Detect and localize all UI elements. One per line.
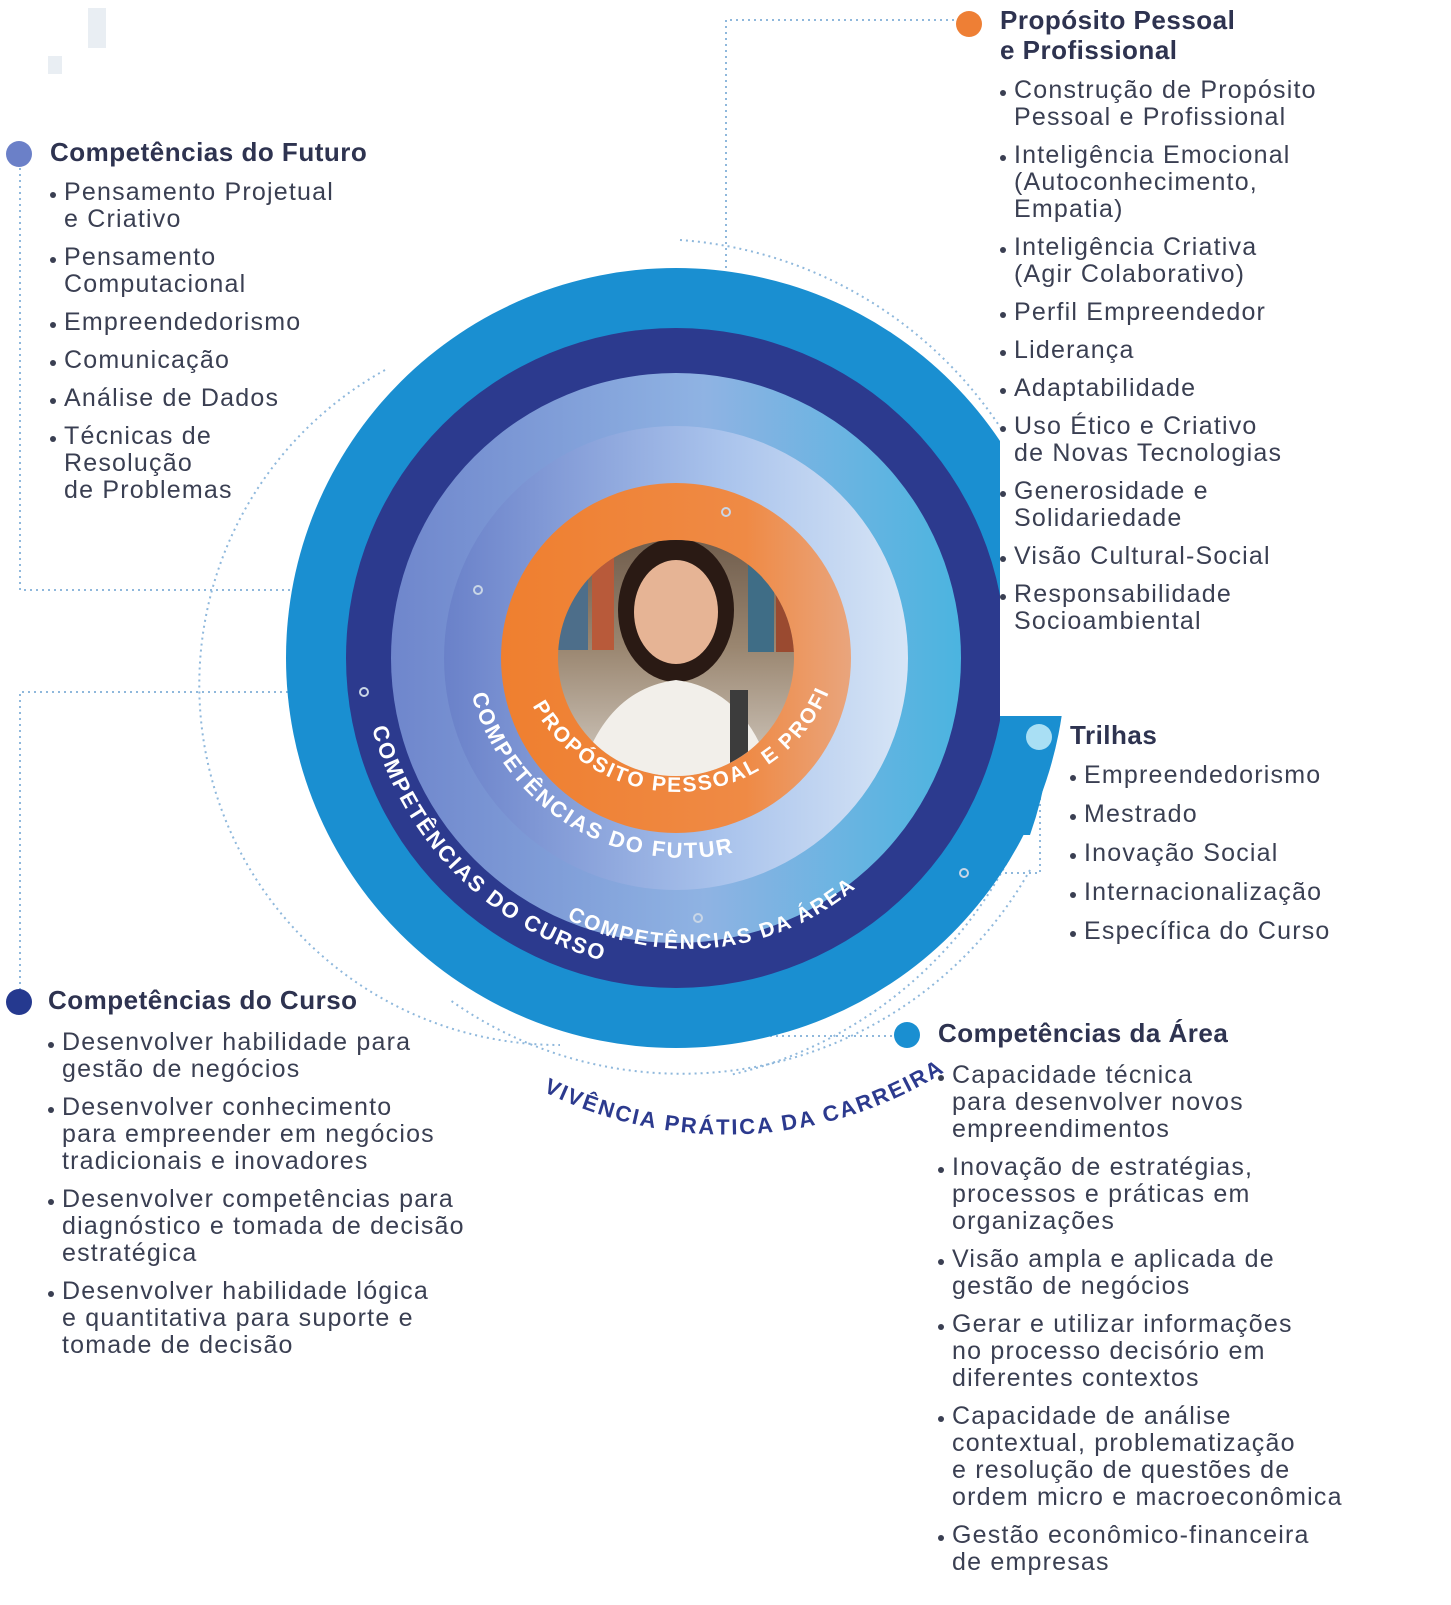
list-item: Construção de Propósito Pessoal e Profis…: [1000, 77, 1420, 131]
trilhas-title: Trilhas: [1070, 720, 1158, 750]
decor-cross-icon: [88, 8, 106, 48]
student-photo: [558, 540, 794, 776]
node-marker: [693, 913, 703, 923]
futuro-dot-icon: [6, 141, 32, 167]
proposito-dot-icon: [956, 11, 982, 37]
list-item: Responsabilidade Socioambiental: [1000, 581, 1420, 635]
orbit-dotted: [729, 779, 1041, 1076]
list-item: Inovação de estratégias, processos e prá…: [938, 1154, 1443, 1235]
list-item: Inteligência Criativa (Agir Colaborativo…: [1000, 234, 1420, 288]
curso-title: Competências do Curso: [48, 985, 358, 1015]
section-trilhas: Trilhas Empreendedorismo Mestrado Inovaç…: [1026, 720, 1440, 945]
curso-dot-icon: [6, 989, 32, 1015]
list-item: Inteligência Emocional (Autoconhecimento…: [1000, 142, 1420, 223]
list-item: Técnicas de Resolução de Problemas: [50, 423, 410, 504]
list-item: Capacidade de análise contextual, proble…: [938, 1403, 1443, 1511]
list-item: Comunicação: [50, 347, 410, 374]
futuro-list: Pensamento Projetual e Criativo Pensamen…: [50, 179, 410, 504]
curso-list: Desenvolver habilidade para gestão de ne…: [48, 1029, 568, 1359]
list-item: Empreendedorismo: [50, 309, 410, 336]
list-item: Visão ampla e aplicada de gestão de negó…: [938, 1246, 1443, 1300]
list-item: Perfil Empreendedor: [1000, 299, 1420, 326]
ring-gap: [1000, 250, 1100, 716]
proposito-list: Construção de Propósito Pessoal e Profis…: [1000, 77, 1420, 635]
list-item: Pensamento Projetual e Criativo: [50, 179, 410, 233]
orbit-dotted: [679, 239, 1026, 471]
list-item: Uso Ético e Criativo de Novas Tecnologia…: [1000, 413, 1420, 467]
section-futuro: Competências do Futuro Pensamento Projet…: [6, 137, 410, 504]
list-item: Análise de Dados: [50, 385, 410, 412]
area-list: Capacidade técnica para desenvolver novo…: [938, 1062, 1443, 1576]
futuro-title: Competências do Futuro: [50, 137, 368, 167]
list-item: Desenvolver competências para diagnóstic…: [48, 1186, 568, 1267]
list-item: Capacidade técnica para desenvolver novo…: [938, 1062, 1443, 1143]
list-item: Específica do Curso: [1070, 918, 1440, 945]
list-item: Desenvolver habilidade para gestão de ne…: [48, 1029, 568, 1083]
list-item: Internacionalização: [1070, 879, 1440, 906]
section-curso: Competências do Curso Desenvolver habili…: [6, 985, 568, 1359]
decor-cross-icon: [48, 56, 62, 74]
orbit-dotted: [198, 369, 561, 1047]
area-title: Competências da Área: [938, 1018, 1229, 1048]
node-marker: [473, 585, 483, 595]
list-item: Visão Cultural-Social: [1000, 543, 1420, 570]
node-marker: [959, 868, 969, 878]
connector-proposito: [725, 19, 960, 512]
list-item: Generosidade e Solidariedade: [1000, 478, 1420, 532]
list-item: Desenvolver conhecimento para empreender…: [48, 1094, 568, 1175]
proposito-title: Propósito Pessoal e Profissional: [1000, 5, 1236, 65]
list-item: Gestão econômico-financeira de empresas: [938, 1522, 1443, 1576]
list-item: Inovação Social: [1070, 840, 1440, 867]
list-item: Gerar e utilizar informações no processo…: [938, 1311, 1443, 1392]
node-marker: [721, 507, 731, 517]
svg-text:VIVÊNCIA PRÁTICA DA CARREIRA: VIVÊNCIA PRÁTICA DA CARREIRA: [541, 1054, 949, 1140]
list-item: Desenvolver habilidade lógica e quantita…: [48, 1278, 568, 1359]
section-proposito: Propósito Pessoal e Profissional Constru…: [956, 5, 1420, 635]
node-marker: [359, 687, 369, 697]
trilhas-list: Empreendedorismo Mestrado Inovação Socia…: [1070, 762, 1440, 945]
area-dot-icon: [894, 1022, 920, 1048]
list-item: Liderança: [1000, 337, 1420, 364]
list-item: Pensamento Computacional: [50, 244, 410, 298]
list-item: Adaptabilidade: [1000, 375, 1420, 402]
list-item: Empreendedorismo: [1070, 762, 1440, 789]
trilhas-dot-icon: [1026, 724, 1052, 750]
list-item: Mestrado: [1070, 801, 1440, 828]
label-carreira: VIVÊNCIA PRÁTICA DA CARREIRA: [541, 1054, 947, 1140]
section-area: Competências da Área Capacidade técnica …: [894, 1018, 1443, 1576]
